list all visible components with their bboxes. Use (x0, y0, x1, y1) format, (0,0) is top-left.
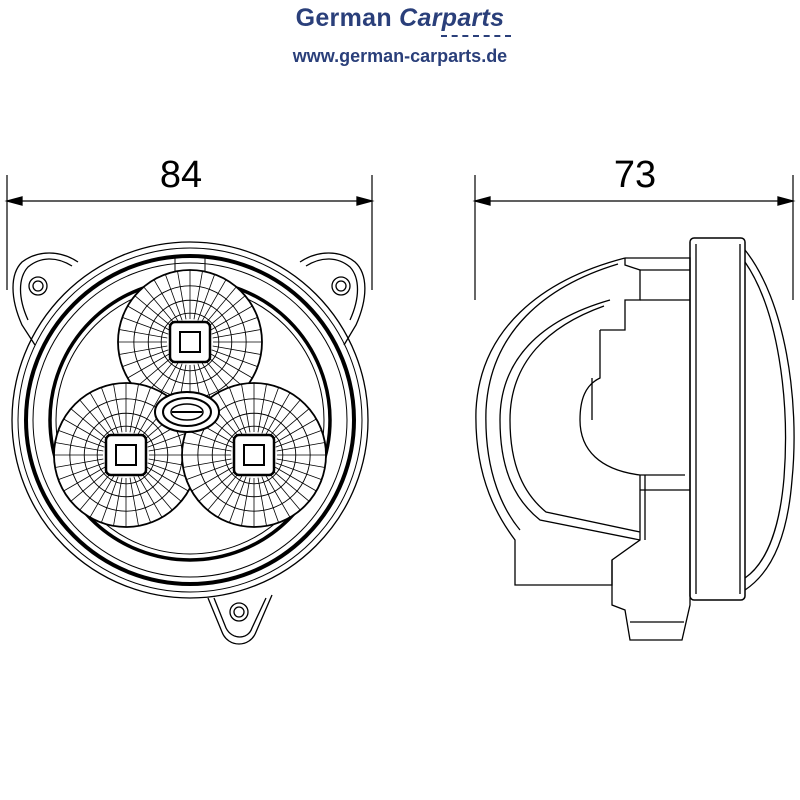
housing-outer-ring (11, 241, 369, 599)
width-dimension-label: 84 (160, 154, 202, 196)
brand-name-part2: Carparts (399, 4, 505, 32)
front-view (11, 241, 369, 645)
depth-dimension-label: 73 (614, 154, 656, 196)
technical-drawing: 84 73 (4, 154, 796, 645)
side-lens (744, 249, 795, 591)
side-bezel (689, 237, 746, 601)
width-dimension: 84 (4, 154, 375, 290)
led-chip-left (104, 433, 148, 477)
cable-connector (611, 585, 691, 641)
mounting-ear-bottom (207, 594, 273, 645)
manufacturer-emblem (154, 391, 220, 433)
mounting-ear-top-left (12, 252, 79, 346)
led-chip-top (168, 320, 212, 364)
mounting-ear-top-right (299, 252, 366, 346)
depth-dimension: 73 (472, 154, 796, 300)
header: German Carparts www.german-carparts.de (0, 0, 800, 80)
brand-logo[interactable]: German Carparts (0, 4, 800, 33)
brand-name-part1: German (295, 4, 392, 32)
housing-back-shell (475, 257, 626, 586)
led-chip-right (232, 433, 276, 477)
website-url[interactable]: www.german-carparts.de (292, 46, 508, 66)
side-view (475, 237, 795, 641)
brand-underline (441, 35, 511, 37)
bezel-ring (24, 254, 356, 586)
